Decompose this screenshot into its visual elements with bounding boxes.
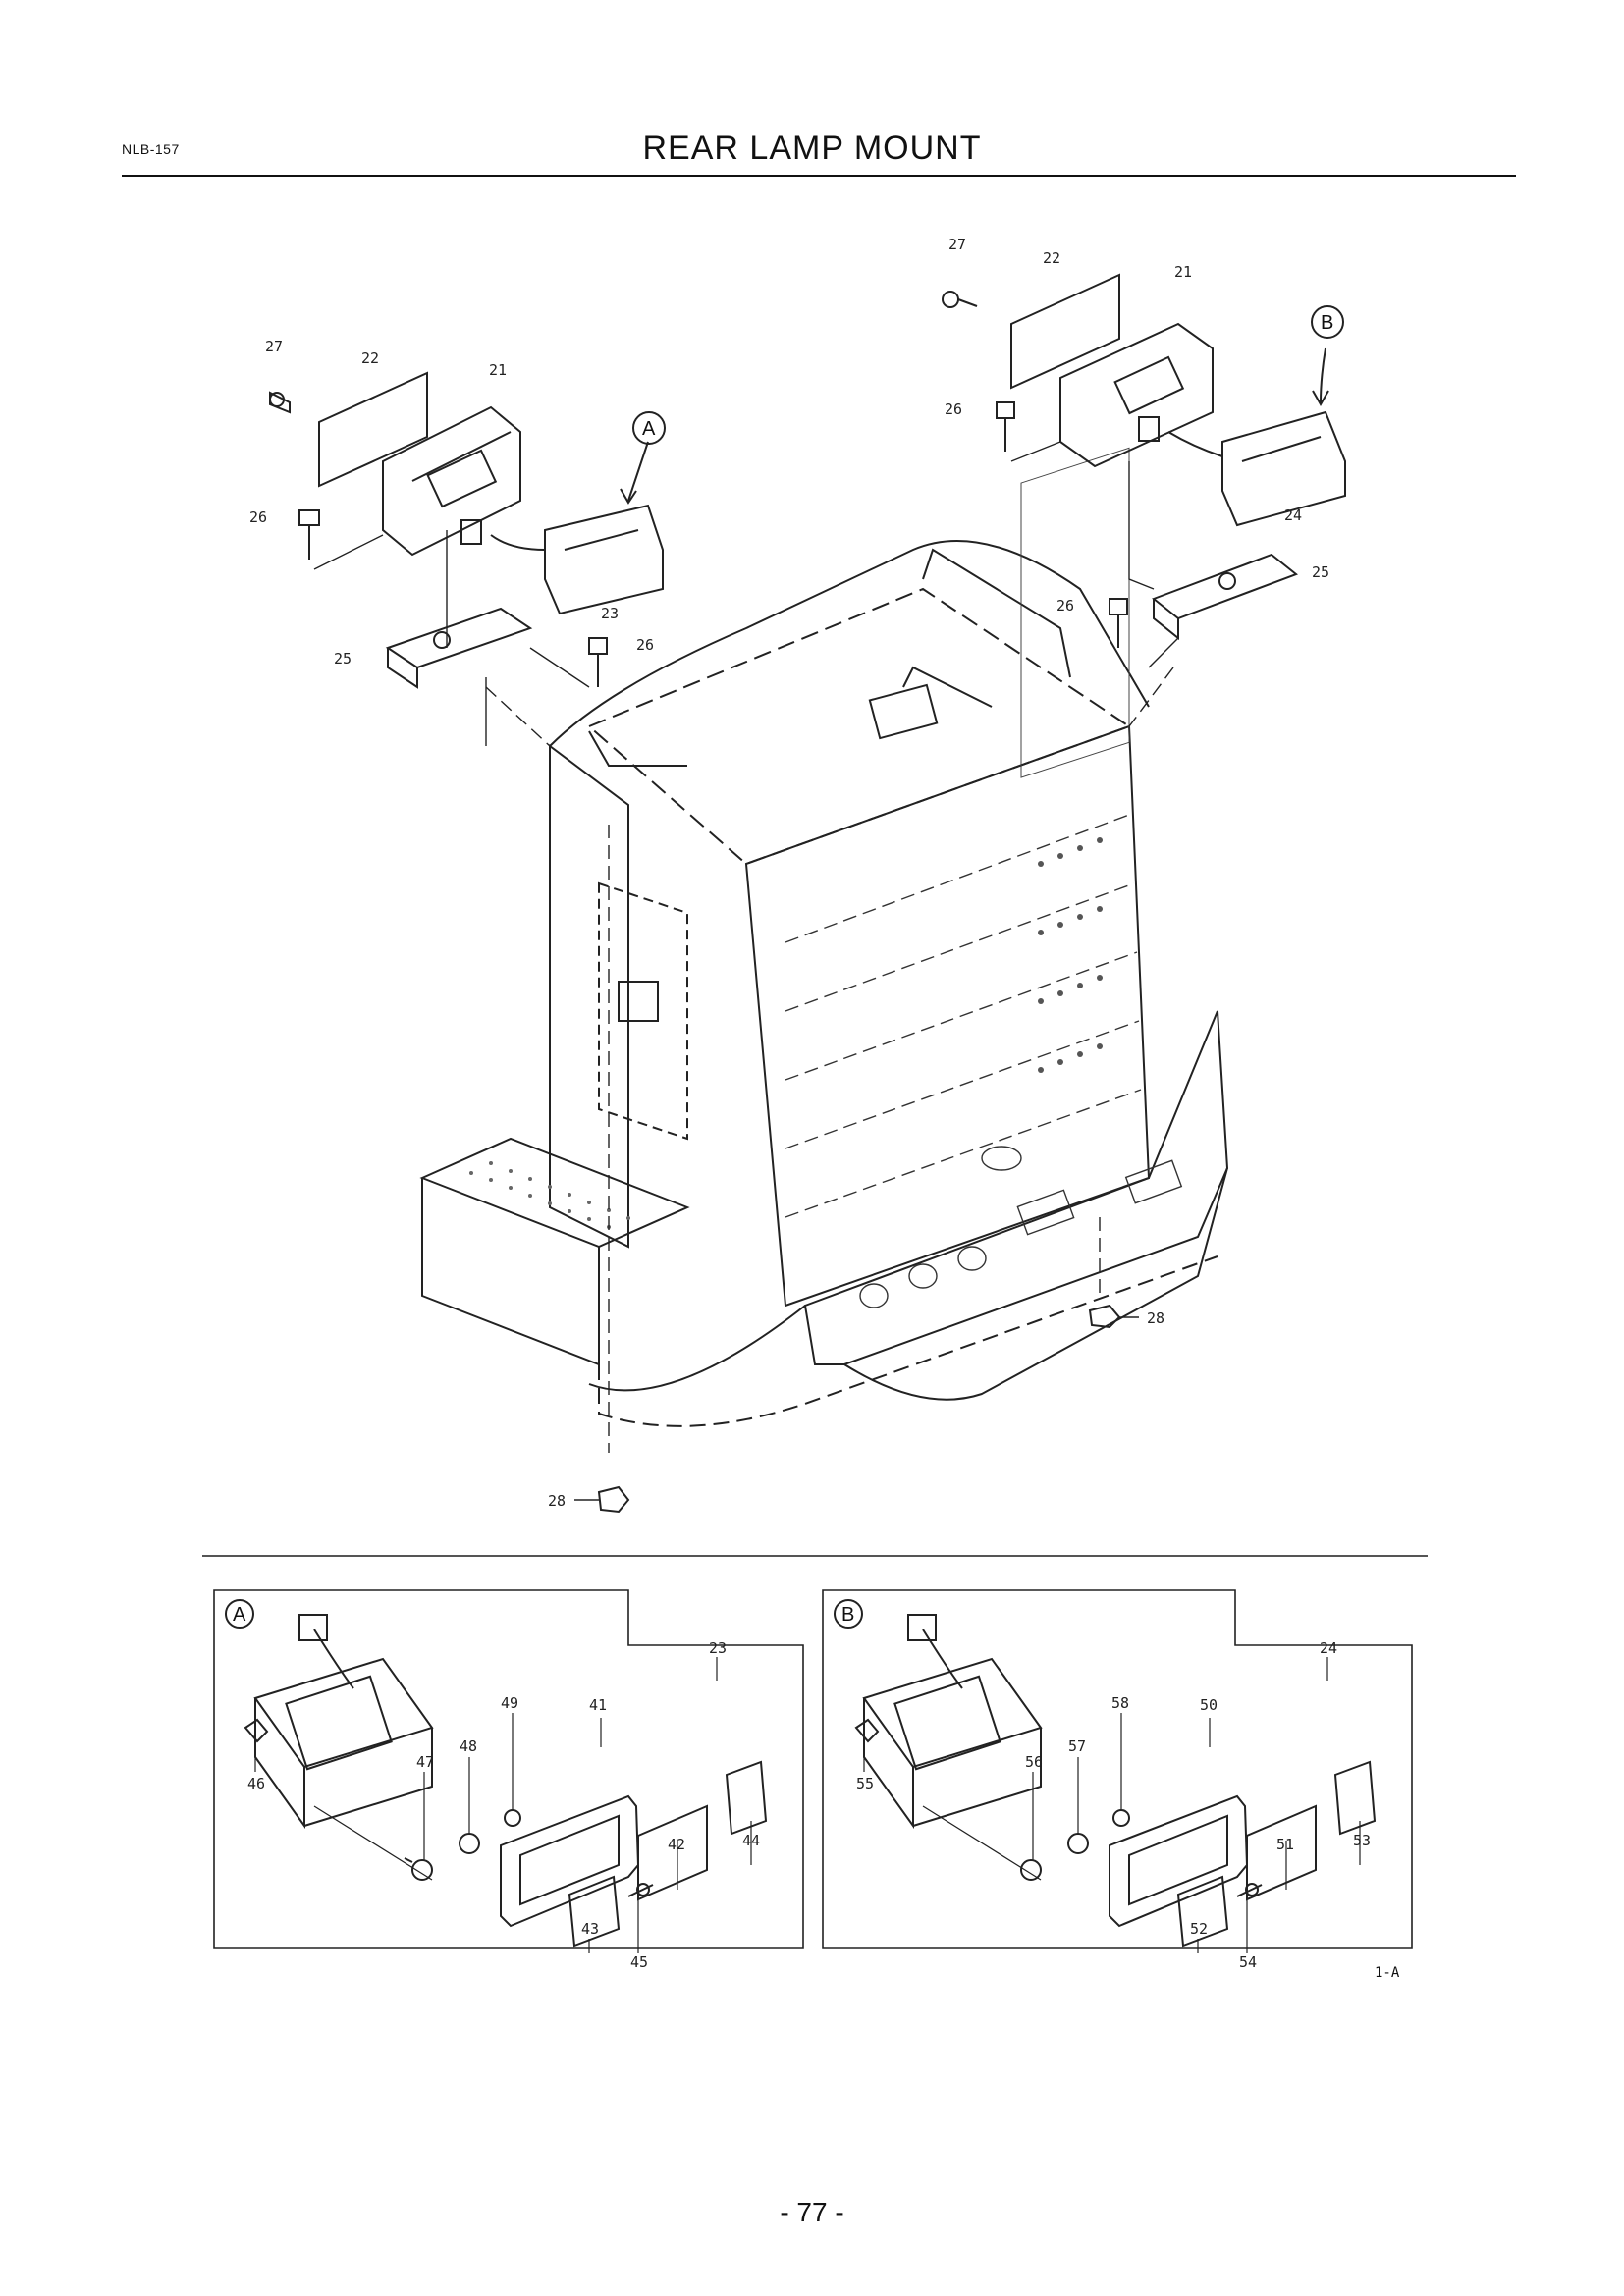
detail-B-part-58: 58 (1111, 1694, 1129, 1712)
callout-21-left: 21 (489, 361, 507, 379)
detail-B-part-50: 50 (1200, 1696, 1218, 1714)
detail-B-part-51: 51 (1276, 1836, 1294, 1853)
machine-rear-body (419, 447, 1229, 1427)
figure-code: 1-A (1375, 1965, 1400, 1981)
detail-B-part-53: 53 (1353, 1832, 1371, 1849)
detail-A-part-45: 45 (630, 1953, 648, 1971)
callout-26-left-b: 26 (636, 636, 654, 654)
callout-26-right-a: 26 (945, 400, 962, 418)
detail-A-part-49: 49 (501, 1694, 518, 1712)
detail-A-part-42: 42 (668, 1836, 685, 1853)
header-divider (122, 175, 1516, 177)
callout-26-left-a: 26 (249, 508, 267, 526)
detail-marker-B-text: B (1321, 312, 1333, 334)
callout-27-left: 27 (265, 338, 283, 355)
detail-A-part-48: 48 (460, 1737, 477, 1755)
detail-B-part-54: 54 (1239, 1953, 1257, 1971)
detail-box-B (822, 1589, 1413, 1953)
detail-box-A-marker (225, 1599, 254, 1629)
callout-26-right-b: 26 (1056, 597, 1074, 614)
detail-A-part-44: 44 (742, 1832, 760, 1849)
detail-marker-A-text: A (642, 418, 656, 440)
detail-A-part-47: 47 (416, 1753, 434, 1771)
detail-A-assembly-23: 23 (709, 1639, 727, 1657)
section-divider (202, 1555, 1428, 1557)
detail-B-part-52: 52 (1190, 1920, 1208, 1938)
detail-B-part-57: 57 (1068, 1737, 1086, 1755)
detail-A-part-46: 46 (247, 1775, 265, 1792)
detail-box-A-letter: A (233, 1604, 246, 1626)
callout-28-bottom: 28 (548, 1492, 566, 1510)
detail-B-part-56: 56 (1025, 1753, 1043, 1771)
callout-22-left: 22 (361, 349, 379, 367)
detail-A-part-43: 43 (581, 1920, 599, 1938)
callout-25-left: 25 (334, 650, 352, 667)
callout-23-left: 23 (601, 605, 619, 622)
right-lamp-assembly (942, 273, 1346, 668)
callout-25-right: 25 (1312, 563, 1329, 581)
nut-28-bottom (574, 1485, 630, 1514)
nut-28-right (1088, 1304, 1139, 1329)
detail-box-B-letter: B (841, 1604, 854, 1626)
callout-22-right: 22 (1043, 249, 1060, 267)
callout-28-right: 28 (1147, 1309, 1164, 1327)
detail-B-assembly-24: 24 (1320, 1639, 1337, 1657)
callout-24-right: 24 (1284, 507, 1302, 524)
callout-27-right: 27 (948, 236, 966, 253)
detail-box-B-marker (834, 1599, 863, 1629)
detail-box-A (213, 1589, 804, 1953)
detail-marker-A (632, 411, 666, 445)
document-code: NLB-157 (122, 141, 180, 157)
detail-marker-B (1311, 305, 1344, 339)
detail-B-part-55: 55 (856, 1775, 874, 1792)
left-lamp-assembly (269, 371, 664, 746)
callout-21-right: 21 (1174, 263, 1192, 281)
detail-A-part-41: 41 (589, 1696, 607, 1714)
page-number: - 77 - (780, 2197, 844, 2227)
page-title: REAR LAMP MOUNT (642, 130, 982, 167)
